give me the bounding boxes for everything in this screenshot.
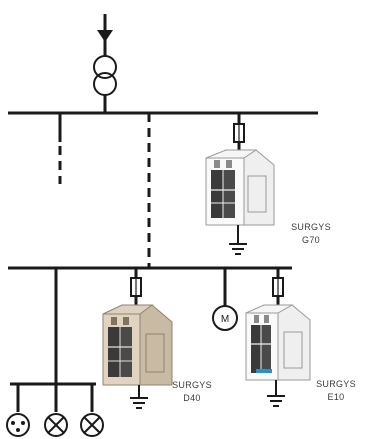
incoming-feeder — [97, 14, 113, 56]
distribution-feeder — [10, 268, 96, 412]
motor-label: M — [221, 314, 229, 325]
transformer-icon — [93, 55, 117, 113]
lamp-icon — [80, 413, 104, 437]
lamp-icon — [44, 413, 68, 437]
motor-icon: M — [212, 268, 238, 331]
earth-icon — [267, 380, 285, 407]
socket-icon — [6, 413, 30, 437]
surge-protector-d40 — [102, 304, 173, 386]
earth-icon — [229, 225, 247, 255]
device-name-d40: SURGYS — [172, 380, 212, 390]
device-name-e10: SURGYS — [316, 379, 356, 389]
surge-protector-g70 — [205, 149, 275, 226]
earth-icon — [130, 385, 148, 409]
device-name-g70: SURGYS — [291, 222, 331, 232]
device-model-g70: G70 — [302, 235, 320, 245]
surge-protector-e10 — [245, 304, 311, 381]
device-model-e10: E10 — [328, 392, 345, 402]
fuse-icon — [233, 113, 245, 150]
fuse-icon — [130, 268, 142, 305]
device-model-d40: D40 — [183, 393, 200, 403]
fuse-icon — [272, 268, 284, 305]
